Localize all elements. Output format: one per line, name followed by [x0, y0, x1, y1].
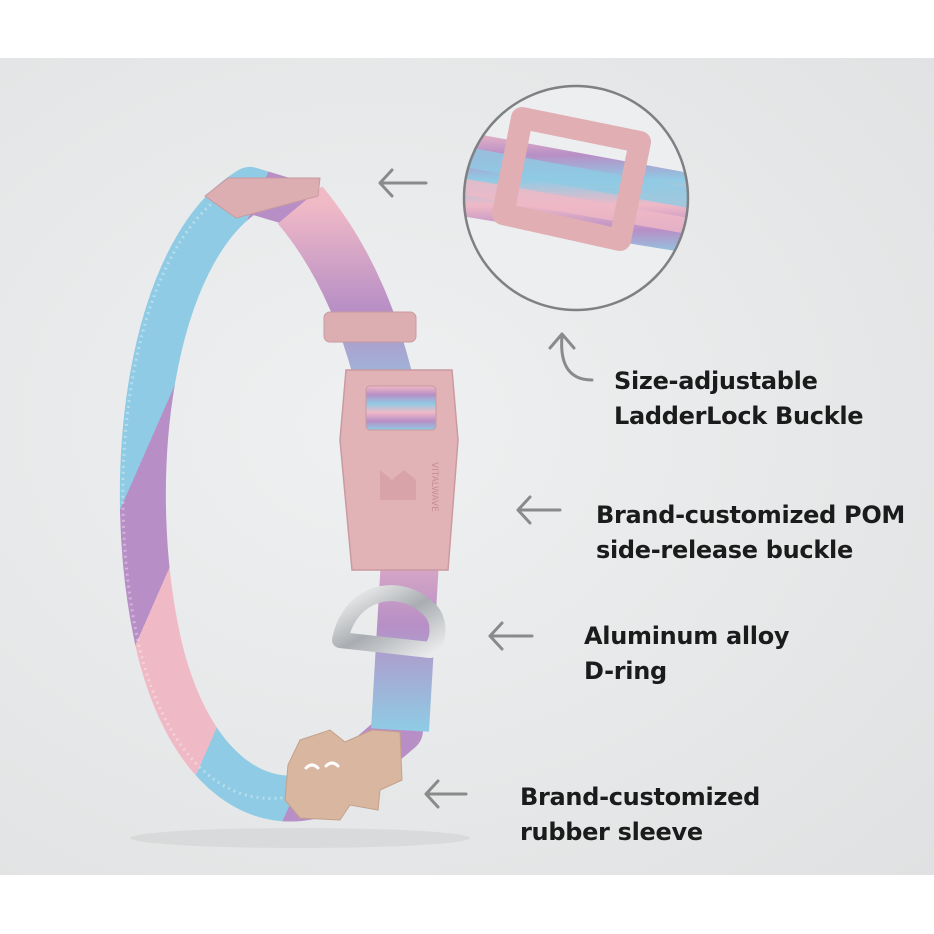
- callout-line: Brand-customized POM: [596, 501, 906, 529]
- callout-line: side-release buckle: [596, 536, 853, 564]
- callout-line: Brand-customized: [520, 783, 760, 811]
- ladderlock-buckle: [323, 311, 417, 343]
- left-arrow-icon: [488, 621, 534, 651]
- callout-ladderlock: Size-adjustable LadderLock Buckle: [614, 364, 864, 434]
- side-release-buckle: VITALWAVE: [339, 369, 459, 571]
- callout-line: Aluminum alloy: [584, 622, 790, 650]
- collar-shadow: [130, 828, 470, 848]
- callout-sleeve: Brand-customized rubber sleeve: [520, 780, 760, 850]
- left-arrow-icon: [424, 779, 468, 809]
- buckle-emboss-text: VITALWAVE: [429, 462, 439, 512]
- d-ring: [332, 585, 446, 658]
- callout-line: rubber sleeve: [520, 818, 703, 846]
- zoom-inset: [462, 84, 690, 312]
- brand-logo-icon: [380, 470, 416, 500]
- curved-up-arrow-icon: [548, 332, 594, 382]
- strap-keeper: [204, 177, 321, 219]
- callout-line: Size-adjustable: [614, 367, 818, 395]
- callout-line: LadderLock Buckle: [614, 402, 864, 430]
- left-arrow-icon: [516, 495, 562, 525]
- callout-side-release: Brand-customized POM side-release buckle: [596, 498, 905, 568]
- callout-line: D-ring: [584, 657, 667, 685]
- left-arrow-icon: [378, 168, 428, 198]
- callout-d-ring: Aluminum alloy D-ring: [584, 619, 790, 689]
- rubber-sleeve: [284, 729, 403, 821]
